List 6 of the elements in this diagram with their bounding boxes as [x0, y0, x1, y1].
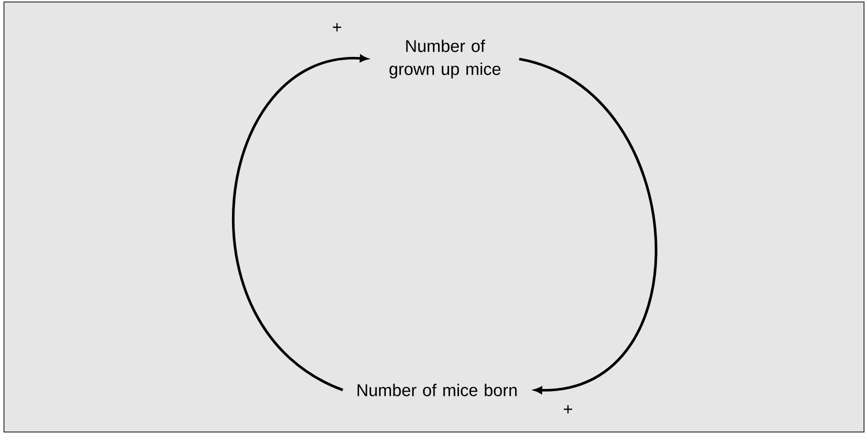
node-text: Number of grown up mice: [390, 40, 500, 78]
node-text: Number of mice born: [358, 384, 517, 396]
curved-arrow: [518, 58, 657, 394]
curved-arrow: [232, 54, 368, 392]
edge-label: +: [564, 405, 572, 414]
edge-label: +: [332, 23, 342, 32]
